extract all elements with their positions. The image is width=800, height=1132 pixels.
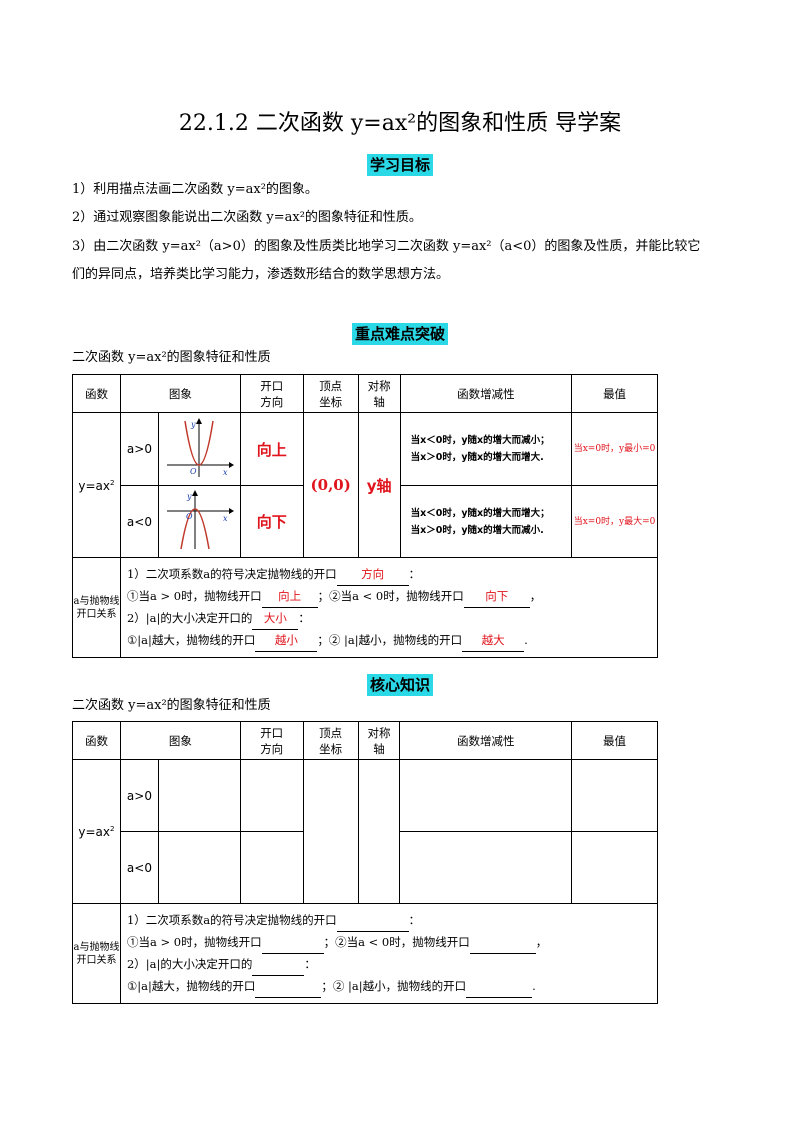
section-key-points: 重点难点突破: [0, 323, 800, 345]
objective-1: 1）利用描点法画二次函数 y=ax²的图象。: [72, 182, 318, 197]
blank-answer-6[interactable]: [466, 976, 533, 998]
header-vertex-2: 顶点坐标: [302, 721, 359, 760]
svg-text:y: y: [190, 420, 196, 429]
notes-blank: 1）二次项系数a的符号决定抛物线的开口 ： ①当a > 0时，抛物线开口 ；②当…: [119, 903, 659, 1004]
blank-vertex[interactable]: [302, 759, 359, 904]
neg-extreme: 当x=0时，y最大=0: [571, 485, 658, 558]
side-label: a与抛物线开口关系: [72, 557, 121, 658]
header-monotonic: 函数增减性: [399, 374, 573, 413]
blank-pos-rule[interactable]: [399, 759, 573, 832]
objective-3-cont: 们的异同点，培养类比学习能力，渗透数形结合的数学思想方法。: [72, 267, 450, 282]
objective-3: 3）由二次函数 y=ax²（a>0）的图象及性质类比地学习二次函数 y=ax²（…: [72, 239, 701, 254]
blank-graph-up[interactable]: [157, 759, 241, 832]
side-label-2: a与抛物线开口关系: [72, 903, 121, 1004]
blank-answer-3[interactable]: [469, 932, 536, 954]
func-label-2: y=ax2: [72, 759, 121, 904]
neg-rule: 当x＜0时，y随x的增大而增大； 当x＞0时，y随x的增大而减小.: [399, 485, 573, 558]
svg-text:y: y: [186, 492, 192, 501]
header-monotonic-2: 函数增减性: [399, 721, 573, 760]
svg-text:x: x: [223, 468, 228, 477]
blank-graph-down[interactable]: [157, 831, 241, 904]
graph-down: y O x: [157, 485, 241, 558]
blank-answer-4[interactable]: [252, 954, 305, 976]
svg-text:O: O: [186, 512, 193, 521]
header-graph: 图象: [119, 374, 241, 413]
pos-extreme: 当x=0时，y最小=0: [571, 412, 658, 486]
header-opening: 开口方向: [239, 374, 304, 413]
table-intro-2: 二次函数 y=ax²的图象特征和性质: [72, 698, 271, 713]
header-axis-2: 对称轴: [357, 721, 401, 760]
parabola-up-graph: y O x: [167, 417, 235, 477]
case-neg-label-2: a<0: [119, 831, 159, 904]
section-objectives: 学习目标: [0, 154, 800, 176]
blank-pos-extreme[interactable]: [571, 759, 658, 832]
vertex-value: (0,0): [302, 412, 359, 558]
header-vertex: 顶点坐标: [302, 374, 359, 413]
header-func: 函数: [72, 374, 121, 413]
open-down: 向下: [239, 485, 304, 558]
svg-text:O: O: [190, 467, 197, 476]
notes-filled: 1）二次项系数a的符号决定抛物线的开口方向： ①当a > 0时，抛物线开口向上；…: [119, 557, 659, 658]
header-graph-2: 图象: [119, 721, 241, 760]
blank-open-down[interactable]: [239, 831, 304, 904]
header-extreme-2: 最值: [571, 721, 658, 760]
blank-answer-1[interactable]: [336, 910, 409, 932]
func-label: y=ax2: [72, 412, 121, 558]
svg-text:x: x: [223, 514, 228, 523]
section-core: 核心知识: [0, 674, 800, 696]
header-axis: 对称轴: [357, 374, 401, 413]
blank-answer-5[interactable]: [255, 976, 322, 998]
axis-value: y轴: [357, 412, 401, 558]
graph-up: y O x: [157, 412, 241, 486]
objective-2: 2）通过观察图象能说出二次函数 y=ax²的图象特征和性质。: [72, 210, 422, 225]
blank-axis[interactable]: [357, 759, 401, 904]
page-title: 22.1.2 二次函数 y=ax²的图象和性质 导学案: [178, 111, 622, 136]
properties-table-filled: 函数 图象 开口方向 顶点坐标 对称轴 函数增减性 最值 y=ax2 a>0 y…: [72, 374, 659, 658]
case-pos-label: a>0: [119, 412, 159, 486]
case-neg-label: a<0: [119, 485, 159, 558]
case-pos-label-2: a>0: [119, 759, 159, 832]
blank-answer-2[interactable]: [261, 932, 324, 954]
header-opening-2: 开口方向: [239, 721, 304, 760]
parabola-down-graph: y O x: [167, 490, 235, 550]
header-func-2: 函数: [72, 721, 121, 760]
table-intro-1: 二次函数 y=ax²的图象特征和性质: [72, 350, 271, 365]
blank-neg-extreme[interactable]: [571, 831, 658, 904]
header-extreme: 最值: [571, 374, 658, 413]
properties-table-blank: 函数 图象 开口方向 顶点坐标 对称轴 函数增减性 最值 y=ax2 a>0 a…: [72, 721, 659, 1004]
pos-rule: 当x＜0时，y随x的增大而减小； 当x＞0时，y随x的增大而增大.: [399, 412, 573, 486]
blank-neg-rule[interactable]: [399, 831, 573, 904]
open-up: 向上: [239, 412, 304, 486]
blank-open-up[interactable]: [239, 759, 304, 832]
